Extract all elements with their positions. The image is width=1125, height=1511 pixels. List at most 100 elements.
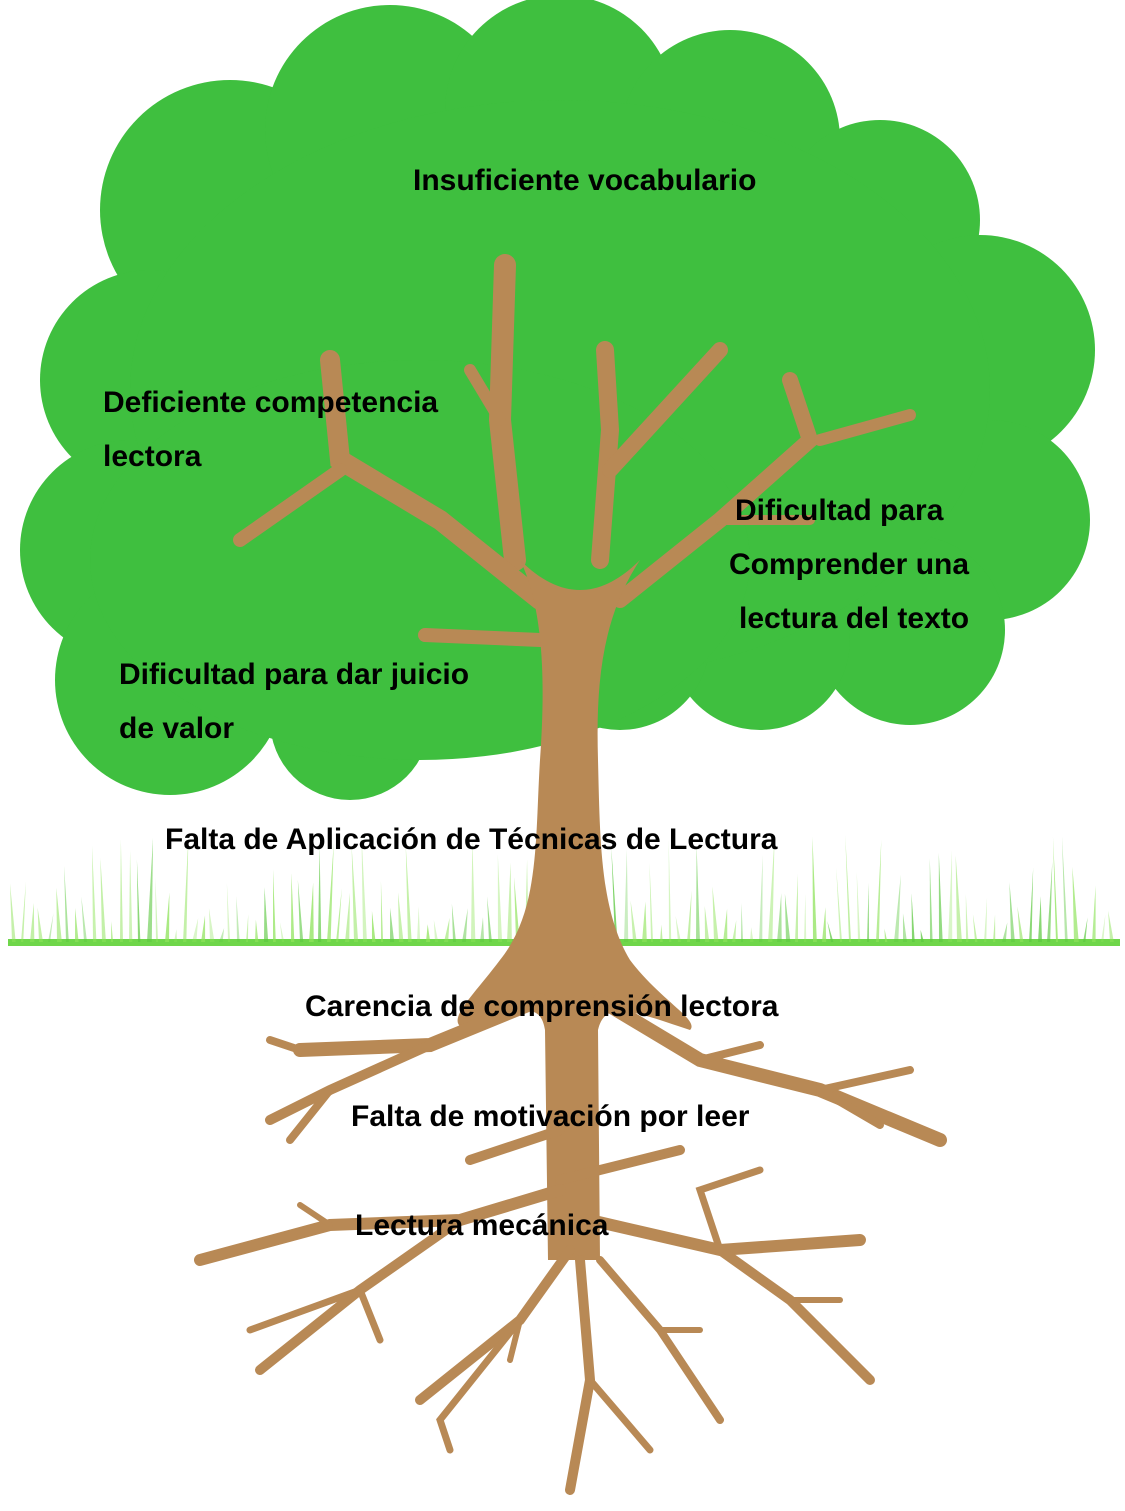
- grass-blade: [955, 855, 962, 942]
- grass-blade: [318, 845, 322, 942]
- grass-blade: [183, 835, 189, 942]
- grass-blade: [1047, 861, 1053, 942]
- grass-blade: [174, 929, 178, 942]
- grass-blade: [1029, 867, 1034, 942]
- grass-blade: [462, 908, 468, 942]
- grass-blade: [759, 855, 763, 942]
- grass-blade: [398, 892, 404, 942]
- grass-blade: [1061, 836, 1068, 942]
- tree-roots: [194, 993, 947, 1495]
- grass-blade: [417, 906, 421, 942]
- grass-blade: [100, 857, 106, 942]
- grass-blade: [822, 907, 827, 942]
- grass-blade: [1101, 914, 1106, 942]
- grass-blade: [894, 874, 901, 942]
- grass-blade: [219, 928, 225, 942]
- grass-blade: [768, 838, 775, 942]
- grass-blade: [165, 892, 170, 942]
- grass-blade: [255, 919, 259, 942]
- grass-blade: [507, 862, 512, 942]
- grass-blade: [1072, 866, 1079, 942]
- grass-blade: [487, 896, 492, 942]
- grass-blade: [1083, 917, 1088, 942]
- grass-blade: [611, 846, 618, 942]
- tree-canopy: [20, 0, 1095, 800]
- grass-blade: [92, 846, 97, 942]
- grass-blade: [226, 883, 231, 942]
- grass-blade: [624, 849, 629, 942]
- grass-blade: [649, 862, 654, 942]
- grass-blade: [444, 917, 450, 942]
- grass-blade: [136, 859, 141, 942]
- grass-blade: [208, 908, 215, 942]
- grass-blade: [371, 910, 376, 942]
- grass-blade: [380, 881, 384, 942]
- grass-blade: [668, 840, 672, 942]
- label-carencia-comprension: Carencia de comprensión lectora: [305, 990, 779, 1023]
- grass-blade: [965, 894, 969, 942]
- grass-blade: [9, 883, 16, 942]
- grass-blade: [876, 839, 882, 942]
- grass-blade: [884, 928, 888, 942]
- grass-blade: [129, 850, 133, 942]
- grass-blade: [784, 893, 791, 942]
- grass-blade: [291, 872, 295, 942]
- grass-blade: [1108, 910, 1114, 942]
- label-falta-aplicacion-tecnicas: Falta de Aplicación de Técnicas de Lectu…: [165, 823, 778, 856]
- grass-blade: [948, 850, 953, 942]
- grass-blade: [929, 857, 933, 942]
- grass-blade: [111, 921, 114, 942]
- grass-blade: [1017, 906, 1024, 942]
- grass-blade: [836, 867, 843, 942]
- grass-blade: [246, 914, 249, 942]
- grass-blade: [361, 835, 367, 942]
- grass-blade: [64, 866, 69, 942]
- grass-blade: [147, 838, 153, 942]
- grass-blade: [732, 920, 737, 942]
- grass-blade: [471, 840, 476, 942]
- grass-blade: [777, 893, 782, 942]
- grass-blade: [630, 900, 637, 942]
- grass-blade: [723, 908, 728, 942]
- label-lectura-mecanica: Lectura mecánica: [355, 1209, 609, 1242]
- grass-blade: [704, 906, 710, 942]
- grass-blade: [192, 918, 199, 942]
- grass-blade: [1038, 896, 1042, 942]
- grass-blade: [426, 924, 431, 942]
- grass-blade: [984, 897, 988, 942]
- grass-blade: [81, 896, 88, 942]
- grass-blade: [433, 920, 439, 942]
- grass-blade: [480, 917, 485, 942]
- grass-blade: [345, 892, 350, 942]
- grass-blade: [272, 869, 276, 942]
- grass-blade: [264, 887, 269, 942]
- label-dificultad-comprender: Dificultad para Comprender una lectura d…: [729, 494, 970, 635]
- grass-blade: [845, 835, 852, 942]
- grass-blade: [297, 879, 304, 942]
- grass-blade: [351, 846, 359, 942]
- grass-blade: [327, 843, 334, 942]
- grass-blade: [405, 845, 412, 942]
- grass-blade: [75, 907, 79, 942]
- tree-trunk: [457, 560, 692, 1260]
- grass-blade: [451, 903, 457, 942]
- grass-blade: [993, 914, 996, 942]
- grass-blade: [867, 882, 870, 942]
- grass-blade: [37, 907, 44, 942]
- grass-blade: [236, 896, 240, 942]
- grass-blade: [1092, 885, 1096, 942]
- label-deficiente-competencia: Deficiente competencia lectora: [103, 386, 439, 473]
- grass-blade: [336, 888, 342, 942]
- grass-blade: [687, 890, 692, 942]
- label-dificultad-juicio: Dificultad para dar juicio de valor: [119, 658, 470, 745]
- grass-blade: [30, 902, 35, 942]
- grass-blade: [56, 887, 62, 942]
- grass-blade: [920, 929, 924, 942]
- grass-blade: [902, 913, 908, 942]
- grass-blade: [972, 914, 978, 942]
- grass-blade: [938, 852, 943, 942]
- grass-blade: [804, 893, 807, 942]
- grass-blade: [1002, 922, 1008, 942]
- grass-blade: [741, 903, 744, 942]
